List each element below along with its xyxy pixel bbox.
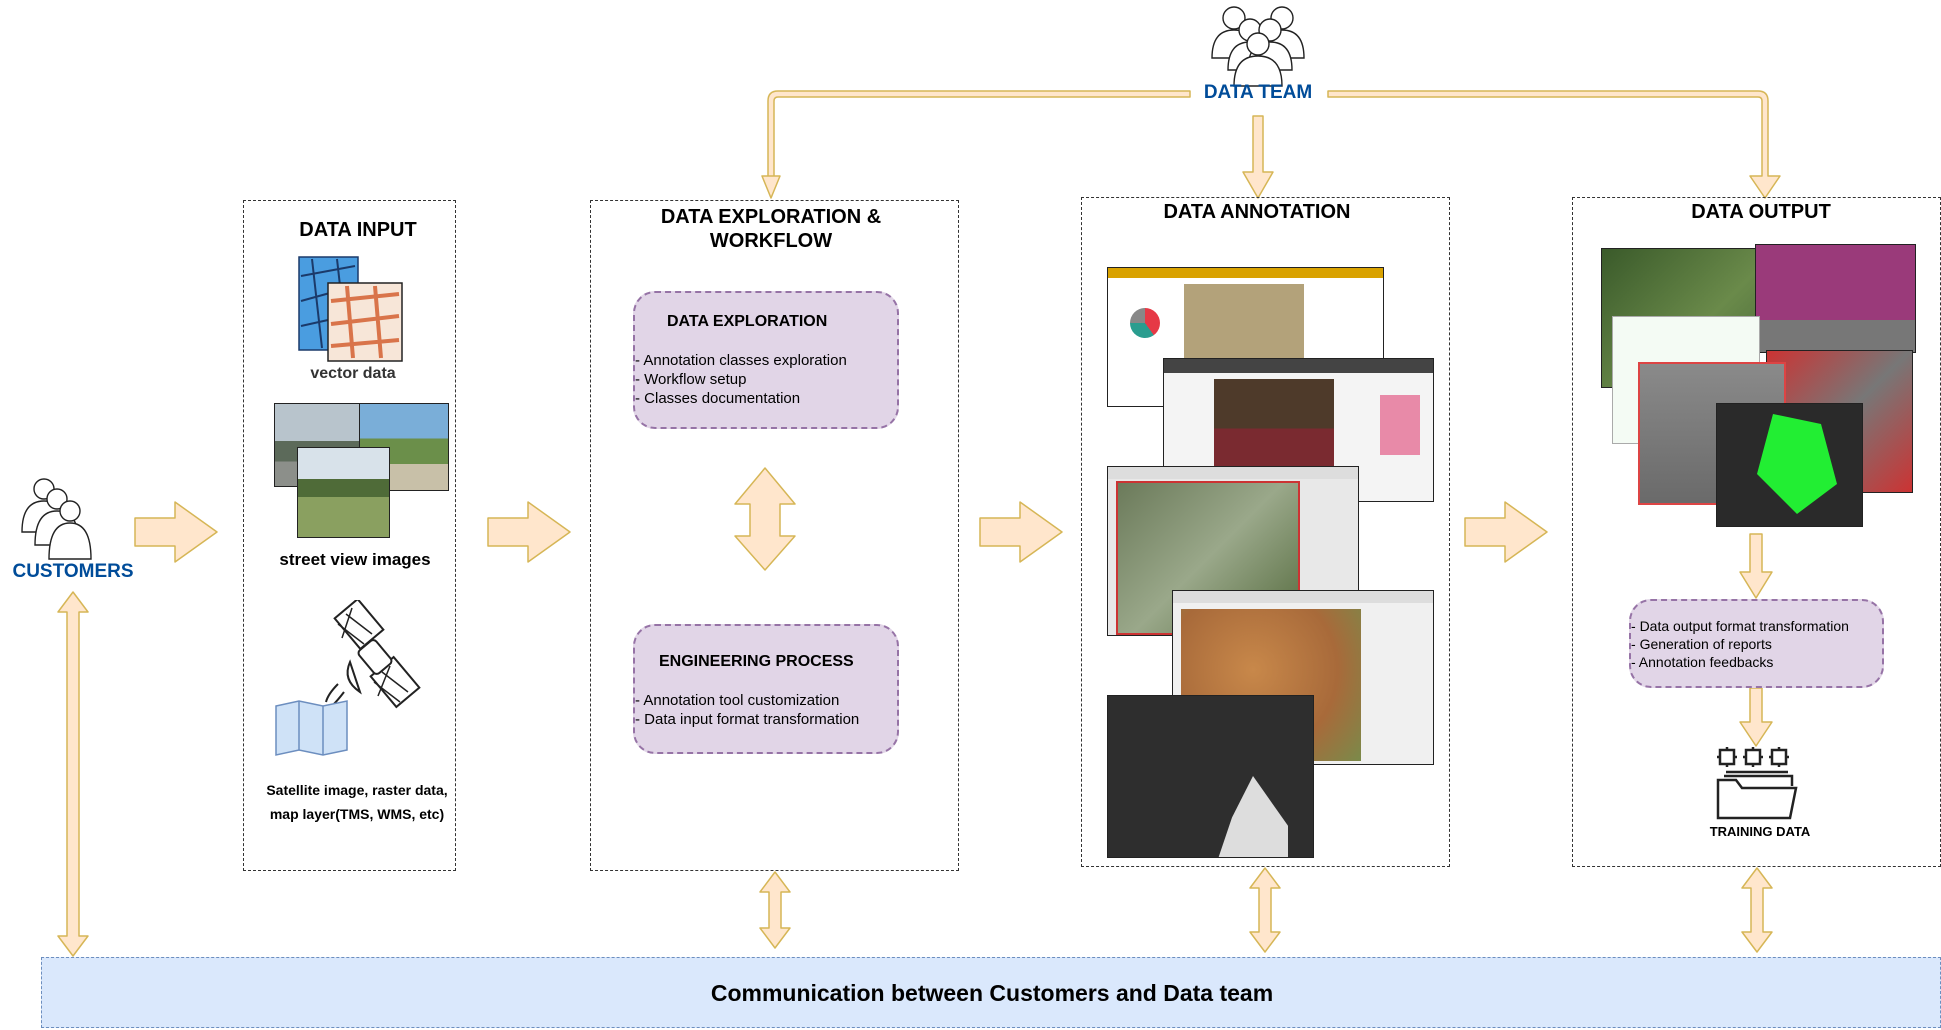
satellite-icon bbox=[325, 600, 421, 709]
exploration-engineering-double-arrow bbox=[734, 467, 796, 571]
customers-footer-double-arrow bbox=[57, 591, 89, 957]
output-process-box: Data output format transformation Genera… bbox=[1629, 599, 1884, 688]
exploration-footer-double-arrow bbox=[759, 871, 791, 949]
output-process-list: Data output format transformation Genera… bbox=[1631, 617, 1849, 671]
data-input-title: DATA INPUT bbox=[299, 219, 417, 241]
list-item: Data input format transformation bbox=[635, 710, 859, 729]
list-item: Annotation feedbacks bbox=[1631, 653, 1849, 671]
data-exploration-box: DATA EXPLORATION Annotation classes expl… bbox=[633, 291, 899, 429]
engineering-process-box: ENGINEERING PROCESS Annotation tool cust… bbox=[633, 624, 899, 754]
list-item: Annotation classes exploration bbox=[635, 351, 846, 370]
team-to-annotation-arrow bbox=[1242, 115, 1274, 199]
annotation-footer-double-arrow bbox=[1249, 867, 1281, 953]
engineering-process-box-title: ENGINEERING PROCESS bbox=[659, 653, 854, 670]
annotation-column bbox=[1081, 197, 1450, 867]
data-team-people-icon bbox=[1211, 6, 1305, 87]
exploration-to-annotation-arrow bbox=[979, 501, 1063, 563]
vector-data-label: vector data bbox=[310, 365, 396, 382]
street-view-image-3 bbox=[297, 447, 390, 538]
data-input-column bbox=[243, 200, 456, 871]
team-to-exploration-arrow bbox=[761, 90, 1191, 199]
list-item: Workflow setup bbox=[635, 370, 847, 389]
data-team-label: DATA TEAM bbox=[1203, 82, 1313, 103]
list-item: Data output format transformation bbox=[1631, 617, 1849, 635]
training-data-label: TRAINING DATA bbox=[1709, 824, 1811, 839]
street-view-label: street view images bbox=[279, 550, 431, 569]
output-footer-double-arrow bbox=[1741, 867, 1773, 953]
customers-to-input-arrow bbox=[134, 501, 218, 563]
annotation-title: DATA ANNOTATION bbox=[1163, 201, 1351, 223]
output-title: DATA OUTPUT bbox=[1691, 201, 1831, 223]
communication-footer: Communication between Customers and Data… bbox=[41, 957, 1941, 1028]
map-layer-icon bbox=[275, 700, 348, 756]
customers-people-icon bbox=[21, 478, 92, 560]
satellite-label: Satellite image, raster data, map layer(… bbox=[266, 782, 448, 822]
annotation-to-output-arrow bbox=[1464, 501, 1548, 563]
output-image-6 bbox=[1716, 403, 1863, 527]
engineering-process-list: Annotation tool customization Data input… bbox=[635, 691, 859, 729]
data-exploration-list: Annotation classes exploration Workflow … bbox=[635, 351, 847, 408]
list-item: Annotation tool customization bbox=[635, 691, 859, 710]
output-images-to-box-arrow bbox=[1739, 533, 1773, 599]
exploration-title: DATA EXPLORATION & WORKFLOW bbox=[660, 206, 882, 252]
output-box-to-training-arrow bbox=[1739, 687, 1773, 747]
exploration-column bbox=[590, 200, 959, 871]
communication-footer-label: Communication between Customers and Data… bbox=[710, 980, 1274, 1006]
vector-data-image bbox=[298, 256, 403, 362]
customers-label: CUSTOMERS bbox=[12, 561, 134, 582]
training-data-folder-icon bbox=[1716, 747, 1798, 820]
list-item: Generation of reports bbox=[1631, 635, 1849, 653]
annotation-tool-screenshot-5 bbox=[1107, 695, 1314, 858]
output-image-2 bbox=[1755, 244, 1916, 353]
list-item: Classes documentation bbox=[635, 389, 847, 408]
team-to-output-arrow bbox=[1327, 90, 1781, 199]
data-exploration-box-title: DATA EXPLORATION bbox=[667, 313, 828, 330]
input-to-exploration-arrow bbox=[487, 501, 571, 563]
